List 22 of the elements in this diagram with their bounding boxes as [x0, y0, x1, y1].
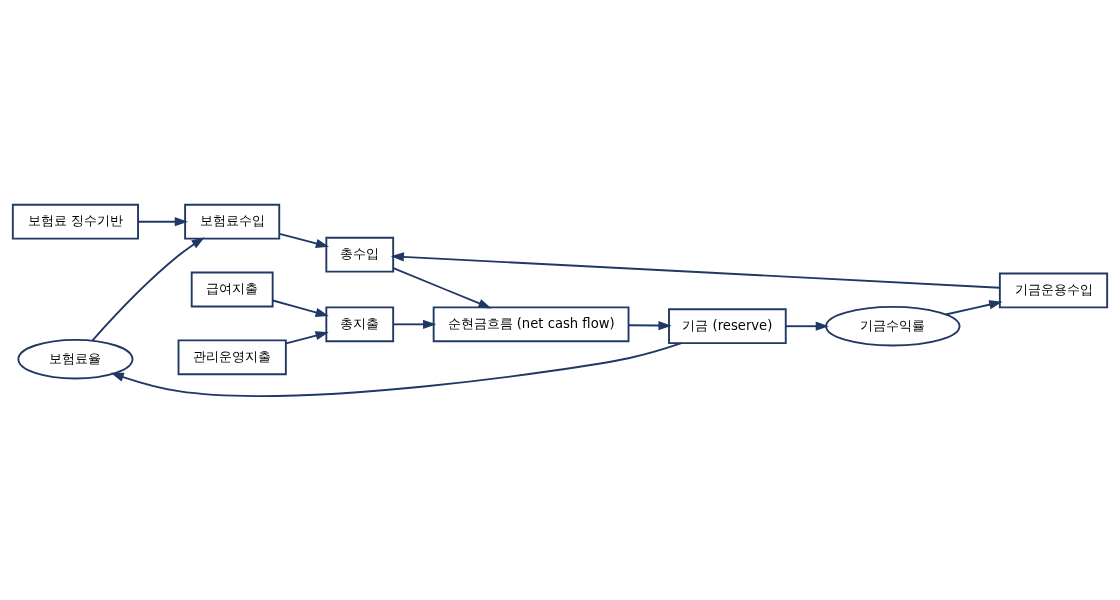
arrow — [91, 236, 205, 341]
arrow — [278, 232, 330, 248]
node-box: 보험료 징수기반 — [11, 203, 139, 240]
node-box: 관리운영지출 — [177, 338, 287, 375]
arrow — [785, 321, 829, 331]
node-box: 순현금흐름 (net cash flow) — [432, 305, 630, 342]
arrow — [390, 251, 1001, 289]
node-box: 총지출 — [325, 305, 395, 342]
arrow — [110, 341, 683, 397]
node-box: 급여지출 — [190, 271, 274, 307]
arrow — [944, 299, 1003, 315]
arrow — [137, 216, 188, 226]
node-box: 보험료수입 — [184, 203, 281, 240]
node-box: 기금운용수입 — [998, 272, 1109, 308]
node-ellipse: 기금수익률 — [825, 305, 961, 346]
arrow — [271, 299, 329, 317]
arrow — [392, 319, 437, 329]
arrow — [285, 330, 329, 344]
arrow — [392, 266, 492, 308]
node-box: 기금 (reserve) — [668, 307, 787, 344]
arrow — [627, 320, 672, 330]
node-box: 총수입 — [325, 236, 395, 273]
